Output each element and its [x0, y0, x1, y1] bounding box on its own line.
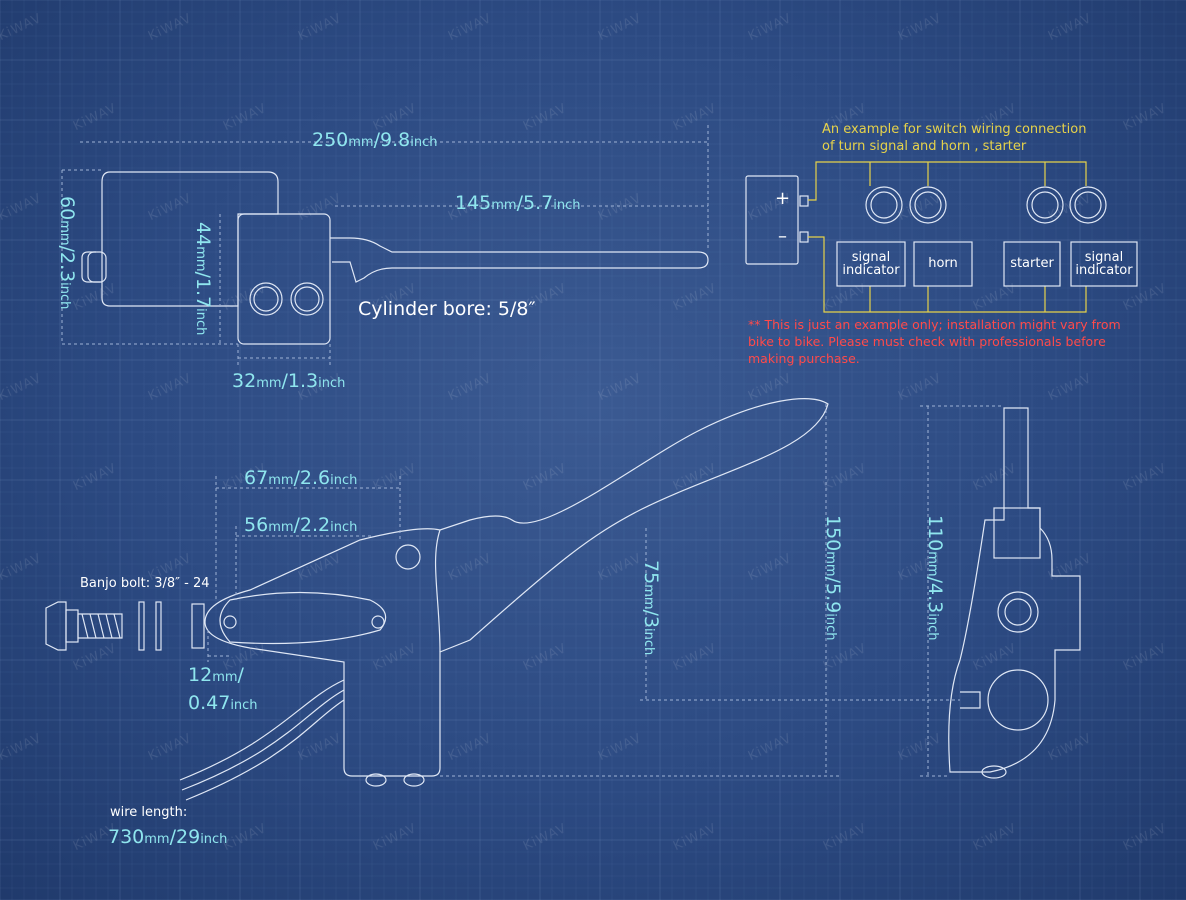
wire-length-mm-value: 730 [108, 826, 145, 848]
lever-drop-label: 75mm/3inch [640, 560, 662, 656]
box-label-line-1: signal [1084, 250, 1124, 265]
clamp-height-mm-value: 44 [192, 222, 214, 247]
wire-length-label: 730mm/29inch [108, 828, 227, 847]
lever-length-label: 145mm/5.7inch [455, 194, 580, 213]
horn-box: horn [914, 257, 972, 270]
banjo-inch-value: 0.47 [188, 692, 231, 714]
mm-unit: mm [212, 670, 238, 685]
body-height-inch-value: 2.3 [56, 251, 78, 283]
mm-unit: mm [268, 520, 294, 535]
clamp-width-label: 32mm/1.3inch [232, 372, 345, 391]
inch-unit: inch [193, 308, 208, 336]
inch-unit: inch [925, 613, 940, 641]
wiring-note-line-2: of turn signal and horn , starter [822, 139, 1027, 154]
inch-unit: inch [330, 520, 358, 535]
cylinder-bore-label: Cylinder bore: 5/8″ [358, 298, 536, 320]
inch-unit: inch [57, 282, 72, 310]
mm-unit: mm [348, 135, 374, 150]
wiring-note-line-1: An example for switch wiring connection [822, 122, 1087, 137]
box-label-line-1: horn [928, 256, 958, 271]
mm-unit: mm [925, 551, 940, 577]
end-height-label: 110mm/4.3inch [924, 515, 946, 641]
box-label-line-1: starter [1010, 256, 1054, 271]
side-view-drawing [45, 398, 1081, 801]
clamp-width-inch-value: 1.3 [287, 370, 319, 392]
overall-length-label: 250mm/9.8inch [312, 131, 437, 150]
total-height-label: 150mm/5.9inch [822, 515, 844, 641]
unit-separator: / [373, 129, 380, 151]
mm-unit: mm [491, 198, 517, 213]
pivot-a-mm-value: 67 [244, 467, 269, 489]
unit-separator: / [237, 664, 244, 686]
box-label-line-2: indicator [842, 263, 900, 278]
clamp-width-mm-value: 32 [232, 370, 257, 392]
lever-drop-mm-value: 75 [640, 560, 662, 585]
top-view-drawing [61, 125, 709, 366]
pivot-distance-a-label: 67mm/2.6inch [244, 469, 357, 488]
inch-unit: inch [553, 198, 581, 213]
starter-box: starter [1004, 257, 1060, 270]
wire-length-caption: wire length: [110, 805, 188, 820]
warning-line-2: bike to bike. Please must check with pro… [748, 334, 1106, 349]
clamp-height-label: 44mm/1.7inch [192, 222, 214, 336]
box-label-line-1: signal [851, 250, 891, 265]
total-height-mm-value: 150 [822, 515, 844, 552]
pivot-b-mm-value: 56 [244, 514, 269, 536]
body-height-mm-value: 60 [56, 196, 78, 221]
lever-length-mm-value: 145 [455, 192, 492, 214]
unit-separator: / [293, 467, 300, 489]
inch-unit: inch [200, 832, 228, 847]
lever-length-inch-value: 5.7 [523, 192, 554, 214]
inch-unit: inch [318, 376, 346, 391]
banjo-size-label: 12mm/ [188, 666, 244, 685]
inch-unit: inch [410, 135, 438, 150]
negative-terminal-label: – [778, 226, 787, 247]
wire-length-inch-value: 29 [176, 826, 201, 848]
warning-line-1: ** This is just an example only; install… [748, 317, 1121, 332]
inch-unit: inch [230, 698, 258, 713]
unit-separator: / [281, 370, 288, 392]
mm-unit: mm [268, 473, 294, 488]
end-height-inch-value: 4.3 [924, 583, 946, 614]
mm-unit: mm [823, 551, 838, 577]
pivot-a-inch-value: 2.6 [299, 467, 331, 489]
unit-separator: / [169, 826, 176, 848]
mm-unit: mm [144, 832, 170, 847]
overall-length-inch-value: 9.8 [380, 129, 411, 151]
clamp-height-inch-value: 1.7 [192, 277, 214, 309]
pivot-distance-b-label: 56mm/2.2inch [244, 516, 357, 535]
wiring-diagram-lines [745, 161, 1138, 313]
mm-unit: mm [57, 220, 72, 246]
mm-unit: mm [641, 584, 656, 610]
end-height-mm-value: 110 [924, 515, 946, 552]
box-label-line-2: indicator [1075, 263, 1133, 278]
warning-line-3: making purchase. [748, 351, 860, 366]
inch-unit: inch [823, 613, 838, 641]
banjo-bolt-label: Banjo bolt: 3/8″ - 24 [80, 576, 210, 591]
mm-unit: mm [256, 376, 282, 391]
body-height-label: 60mm/2.3inch [56, 196, 78, 310]
inch-unit: inch [641, 628, 656, 656]
mm-unit: mm [193, 246, 208, 272]
positive-terminal-label: + [775, 188, 791, 209]
banjo-mm-value: 12 [188, 664, 213, 686]
lever-drop-inch-value: 3 [640, 615, 662, 629]
overall-length-mm-value: 250 [312, 129, 349, 151]
unit-separator: / [516, 192, 523, 214]
unit-separator: / [293, 514, 300, 536]
pivot-b-inch-value: 2.2 [299, 514, 331, 536]
inch-unit: inch [330, 473, 358, 488]
total-height-inch-value: 5.9 [822, 583, 844, 614]
banjo-size-inch-label: 0.47inch [188, 694, 258, 713]
